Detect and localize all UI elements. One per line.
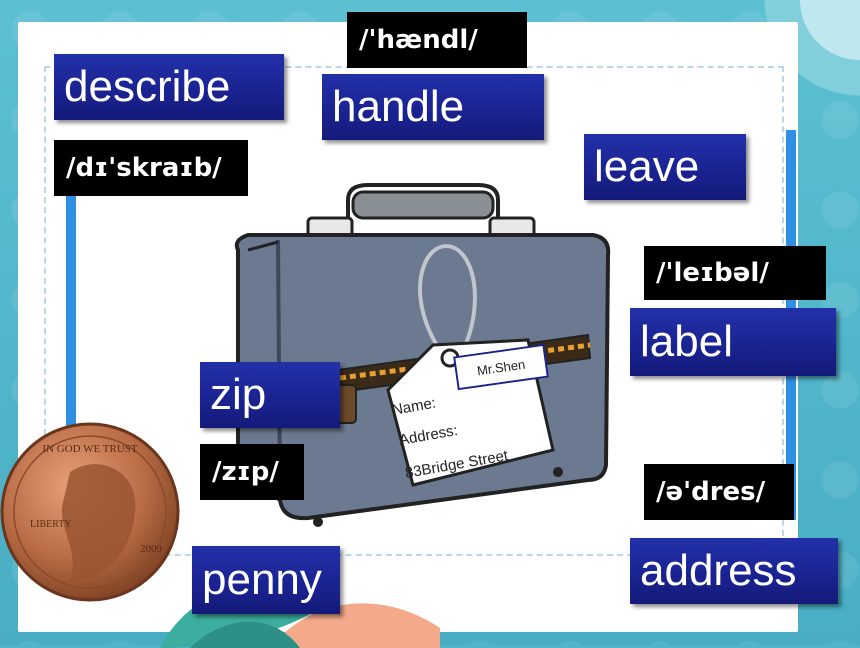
left-accent-bar — [66, 180, 76, 470]
coin-year: 2009 — [140, 543, 163, 555]
word-card-leave: leave — [584, 134, 746, 200]
phonetic-handle: /'hændl/ — [347, 12, 527, 68]
phonetic-label: /'leɪbəl/ — [644, 246, 826, 300]
tag-name-box: Mr.Shen — [453, 343, 549, 391]
phonetic-zip-text: /zɪp/ — [212, 457, 279, 487]
phonetic-zip: /zɪp/ — [200, 444, 304, 500]
phonetic-label-text: /'leɪbəl/ — [656, 258, 769, 288]
word-card-address: address — [630, 538, 838, 604]
phonetic-address: /ə'dres/ — [644, 464, 794, 520]
phonetic-describe-text: /dɪ'skraɪb/ — [66, 153, 222, 183]
coin-motto: IN GOD WE TRUST — [42, 443, 138, 455]
word-card-handle: handle — [322, 74, 544, 140]
penny-coin-illustration: IN GOD WE TRUST LIBERTY 2009 — [0, 422, 180, 602]
word-zip: zip — [210, 370, 267, 419]
word-card-zip: zip — [200, 362, 340, 428]
phonetic-address-text: /ə'dres/ — [656, 477, 766, 507]
phonetic-handle-text: /'hændl/ — [359, 25, 478, 55]
word-handle: handle — [332, 82, 465, 131]
word-address: address — [640, 546, 797, 595]
coin-liberty: LIBERTY — [30, 519, 72, 530]
tag-name-frame — [453, 343, 549, 391]
word-card-penny: penny — [192, 546, 340, 614]
word-card-describe: describe — [54, 54, 284, 120]
word-describe: describe — [64, 62, 231, 111]
word-label: label — [640, 317, 733, 366]
word-card-label: label — [630, 308, 836, 376]
word-penny: penny — [202, 555, 322, 604]
phonetic-describe: /dɪ'skraɪb/ — [54, 140, 248, 196]
word-leave: leave — [594, 142, 700, 191]
